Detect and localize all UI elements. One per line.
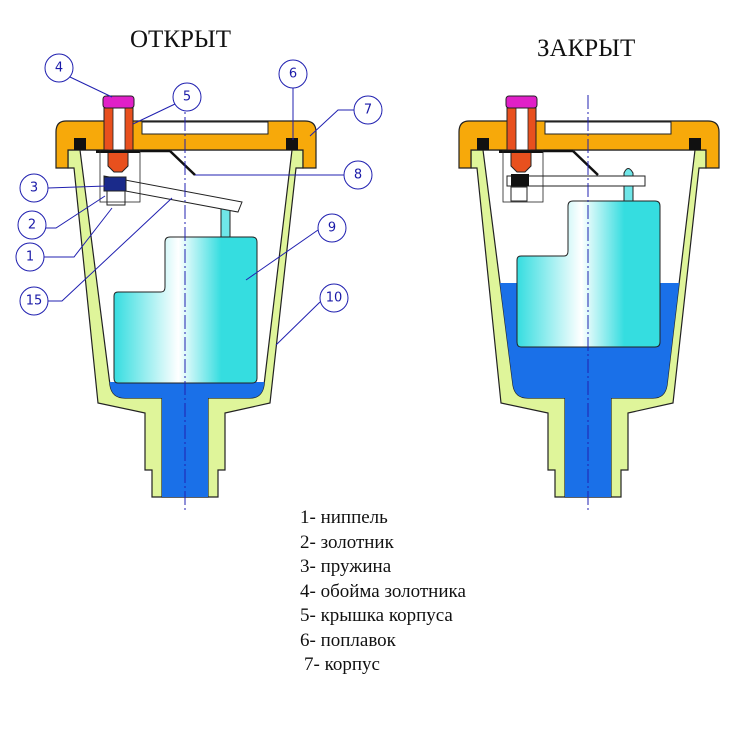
callout-10: 10 xyxy=(319,283,349,313)
callout-label: 8 xyxy=(354,168,362,183)
legend-item: 7- корпус xyxy=(304,654,380,675)
callout-label: 15 xyxy=(26,294,43,309)
callout-label: 1 xyxy=(26,250,34,265)
legend-item: 4- обойма золотника xyxy=(300,580,466,602)
legend-item: 5- крышка корпуса xyxy=(300,605,453,626)
callout-label: 4 xyxy=(55,61,63,76)
callout-8: 8 xyxy=(343,160,373,190)
callout-9: 9 xyxy=(317,213,347,243)
legend-item: 6- поплавок xyxy=(300,629,396,651)
callout-1: 1 xyxy=(15,242,45,272)
callout-label: 5 xyxy=(183,90,191,105)
lever-closed xyxy=(506,175,646,187)
legend-item: 2- золотник xyxy=(300,531,394,553)
callout-label: 7 xyxy=(364,103,372,118)
title-closed: ЗАКРЫТ xyxy=(537,35,635,62)
callout-6: 6 xyxy=(278,59,308,89)
title-open: ОТКРЫТ xyxy=(130,26,231,53)
callout-2: 2 xyxy=(17,210,47,240)
valve-closed xyxy=(457,94,721,512)
valve-open xyxy=(54,94,318,512)
callout-15: 15 xyxy=(19,286,49,316)
callout-5: 5 xyxy=(172,82,202,112)
callouts: 4 5 6 7 8 3 2 1 15 9 10 xyxy=(15,53,383,316)
callout-7: 7 xyxy=(353,95,383,125)
legend: 1- ниппель 2- золотник 3- пружина 4- обо… xyxy=(300,506,466,678)
legend-item: 1- ниппель xyxy=(300,507,388,528)
callout-label: 6 xyxy=(289,67,297,82)
callout-label: 2 xyxy=(28,218,36,233)
callout-4: 4 xyxy=(44,53,74,83)
callout-label: 3 xyxy=(30,181,38,196)
callout-leaders xyxy=(44,76,354,346)
callout-label: 10 xyxy=(326,291,343,306)
callout-label: 9 xyxy=(328,221,336,236)
legend-item: 3- пружина xyxy=(300,556,392,577)
callout-3: 3 xyxy=(19,173,49,203)
